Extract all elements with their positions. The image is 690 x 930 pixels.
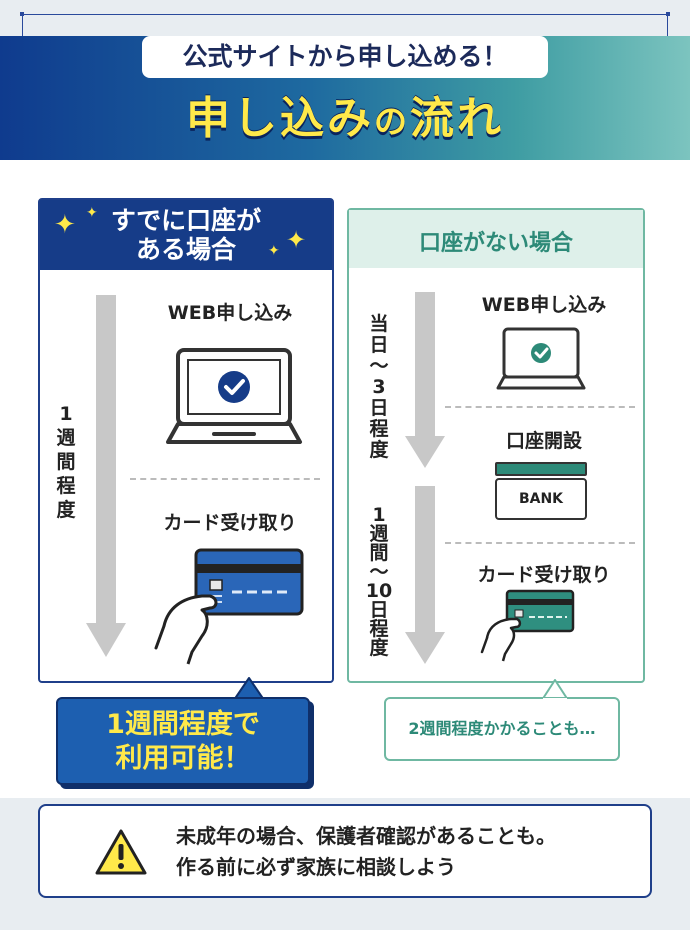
title-part: 流れ <box>410 93 504 144</box>
duration-char: 〜 <box>369 355 389 377</box>
no-account-result: 2週間程度かかることも… <box>384 697 620 761</box>
callout-pointer-joint <box>543 698 567 701</box>
existing-account-column: すでに口座が ある場合 ✦ ✦ ✦ ✦ 1 週 間 程 度 WEB申し込み カー… <box>38 198 334 683</box>
duration-char: 間 <box>56 451 76 473</box>
existing-account-heading-text: すでに口座が ある場合 <box>40 206 332 264</box>
step-divider <box>130 478 320 480</box>
duration-char: 1 <box>372 504 386 526</box>
step-divider <box>445 542 635 544</box>
step-web-application: WEB申し込み <box>481 294 607 316</box>
duration-char: 10 <box>365 580 393 602</box>
notice-text: 未成年の場合、保護者確認があることも。 作る前に必ず家族に相談しよう <box>176 821 556 883</box>
duration-char: 3 <box>372 376 386 398</box>
callout-line: 利用可能！ <box>115 743 251 774</box>
flow-arrow <box>86 295 126 657</box>
title-part: の <box>374 102 410 141</box>
laptop-check-icon <box>496 327 586 390</box>
duration-char: 程 <box>369 418 389 440</box>
existing-account-heading: すでに口座が ある場合 <box>40 200 332 270</box>
sparkle-icon: ✦ <box>286 226 307 254</box>
notice-line: 作る前に必ず家族に相談しよう <box>176 855 456 879</box>
existing-account-result: 1週間程度で 利用可能！ <box>56 697 310 785</box>
no-account-heading: 口座がない場合 <box>349 210 643 268</box>
callout-line: 1週間程度で <box>106 709 260 740</box>
flow-arrow <box>405 486 445 664</box>
duration-char: 間 <box>369 542 389 564</box>
credit-card-hand-icon <box>154 548 304 665</box>
duration-label: 当 日 〜 3 日 程 度 <box>359 314 399 461</box>
notice-line: 未成年の場合、保護者確認があることも。 <box>176 824 556 848</box>
duration-char: 1 <box>59 403 73 425</box>
duration-char: 程 <box>56 475 76 497</box>
duration-char: 〜 <box>369 561 389 583</box>
heading-line: ある場合 <box>135 235 236 264</box>
bank-book-icon: BANK <box>495 462 587 522</box>
frame-corner <box>20 12 24 16</box>
duration-char: 程 <box>369 618 389 640</box>
step-card-receipt: カード受け取り <box>163 512 297 534</box>
credit-card-hand-icon <box>480 589 575 662</box>
duration-char: 度 <box>369 637 389 659</box>
step-account-opening: 口座開設 <box>505 430 582 452</box>
duration-char: 週 <box>369 523 389 545</box>
bank-book-cover <box>495 462 587 476</box>
no-account-column: 口座がない場合 当 日 〜 3 日 程 度 1 週 間 〜 10 日 程 度 W… <box>347 208 645 683</box>
sparkle-icon: ✦ <box>268 243 280 259</box>
duration-char: 度 <box>369 439 389 461</box>
laptop-check-icon <box>166 348 302 444</box>
heading-line: すでに口座が <box>110 206 262 235</box>
bank-label: BANK <box>495 478 587 520</box>
no-account-heading-text: 口座がない場合 <box>418 231 573 256</box>
duration-label: 1 週 間 〜 10 日 程 度 <box>359 506 399 658</box>
step-web-application: WEB申し込み <box>167 302 293 324</box>
title-part: 申し込み <box>186 93 374 144</box>
duration-label: 1 週 間 程 度 <box>54 402 78 522</box>
step-card-receipt: カード受け取り <box>477 564 611 586</box>
frame-corner <box>666 12 670 16</box>
step-divider <box>445 406 635 408</box>
duration-char: 度 <box>56 499 76 521</box>
duration-char: 日 <box>369 334 389 356</box>
sparkle-icon: ✦ <box>86 205 98 221</box>
duration-char: 日 <box>369 397 389 419</box>
header-subtitle: 公式サイトから申し込める！ <box>142 36 548 78</box>
warning-icon <box>95 829 147 875</box>
duration-char: 週 <box>56 427 76 449</box>
duration-char: 日 <box>369 599 389 621</box>
flow-arrow <box>405 292 445 468</box>
sparkle-icon: ✦ <box>54 210 76 240</box>
minor-notice: 未成年の場合、保護者確認があることも。 作る前に必ず家族に相談しよう <box>38 804 652 898</box>
page-title: 申し込みの流れ <box>0 82 690 146</box>
duration-char: 当 <box>369 313 389 335</box>
